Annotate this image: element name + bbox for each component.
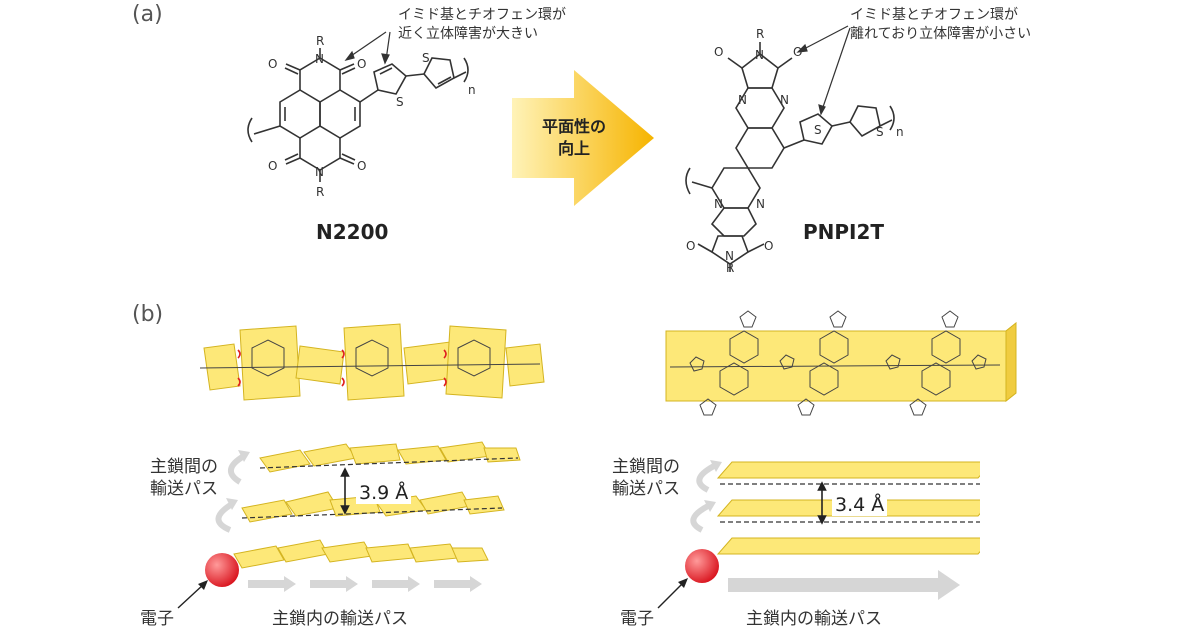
pnpi2t-intrachain-label: 主鎖内の輸送パス: [746, 609, 882, 629]
n2200-interchain-line-2: 輸送パス: [150, 479, 218, 499]
n2200-structure: O O N R O O N R S S n: [247, 31, 476, 199]
pnpi2t-n-subscript: n: [896, 125, 904, 139]
pnpi2t-electron-path: [657, 549, 960, 609]
pnpi2t-n-bottom: N: [725, 249, 734, 263]
n2200-n-top: N: [315, 52, 324, 66]
pnpi2t-stacking-distance: 3.4 Å: [832, 494, 888, 516]
n2200-interchain-line-1: 主鎖間の: [150, 457, 218, 477]
n2200-twisted-chain: [200, 323, 545, 401]
pnpi2t-name: PNPI2T: [803, 220, 885, 244]
pnpi2t-o-top-left: O: [714, 45, 723, 59]
arrow-label-line-2: 向上: [557, 139, 590, 158]
pnpi2t-n-pyrazine-1: N: [738, 93, 747, 107]
arrow-label-line-1: 平面性の: [541, 117, 606, 136]
pnpi2t-interchain-line-1: 主鎖間の: [612, 457, 680, 477]
pnpi2t-s-1: S: [814, 123, 822, 137]
n2200-stack: [215, 441, 521, 569]
pnpi2t-interchain-line-2: 輸送パス: [612, 479, 680, 499]
n2200-note-line-2: 近く立体障害が大きい: [398, 26, 538, 42]
pnpi2t-electron-label: 電子: [620, 609, 654, 629]
pnpi2t-structure: O O N R N N N N O O N R S S n: [685, 25, 904, 275]
n2200-n-bottom: N: [315, 165, 324, 179]
n2200-o-top-left: O: [268, 57, 277, 71]
pnpi2t-n-pyrazine-2: N: [780, 93, 789, 107]
pnpi2t-s-2: S: [876, 125, 884, 139]
pnpi2t-r-top: R: [756, 27, 764, 41]
n2200-r-bottom: R: [316, 185, 324, 199]
pnpi2t-o-bottom-right: O: [764, 239, 773, 253]
pnpi2t-n-pyrazine-3: N: [714, 197, 723, 211]
panel-b-label: (b): [132, 302, 164, 327]
n2200-stacking-distance: 3.9 Å: [356, 482, 412, 504]
n2200-s-2: S: [422, 51, 430, 65]
n2200-name: N2200: [316, 220, 389, 244]
panel-a-label: (a): [132, 2, 163, 27]
pnpi2t-o-bottom-left: O: [686, 239, 695, 253]
pnpi2t-steric-note: イミド基とチオフェン環が 離れており立体障害が小さい: [850, 6, 1031, 44]
n2200-steric-note: イミド基とチオフェン環が 近く立体障害が大きい: [398, 6, 566, 44]
pnpi2t-stack: [690, 460, 980, 555]
pnpi2t-planar-chain: [665, 310, 1017, 416]
n2200-note-line-1: イミド基とチオフェン環が: [398, 7, 566, 23]
pnpi2t-r-bottom: R: [726, 261, 734, 275]
n2200-electron-label: 電子: [140, 609, 174, 629]
n2200-o-top-right: O: [357, 57, 366, 71]
n2200-o-bottom-right: O: [357, 159, 366, 173]
n2200-intrachain-label: 主鎖内の輸送パス: [272, 609, 408, 629]
n2200-o-bottom-left: O: [268, 159, 277, 173]
pnpi2t-n-pyrazine-4: N: [756, 197, 765, 211]
planarity-arrow-label: 平面性の 向上: [524, 116, 624, 160]
n2200-r-top: R: [316, 34, 324, 48]
pnpi2t-note-line-1: イミド基とチオフェン環が: [850, 7, 1018, 23]
pnpi2t-note-line-2: 離れており立体障害が小さい: [850, 26, 1032, 42]
n2200-s-1: S: [396, 95, 404, 109]
n2200-interchain-label: 主鎖間の 輸送パス: [150, 456, 218, 500]
pnpi2t-n-top: N: [755, 48, 764, 62]
pnpi2t-interchain-label: 主鎖間の 輸送パス: [612, 456, 680, 500]
n2200-electron-path: [177, 553, 482, 609]
n2200-n-subscript: n: [468, 83, 476, 97]
planarity-arrow-icon: [512, 70, 654, 206]
